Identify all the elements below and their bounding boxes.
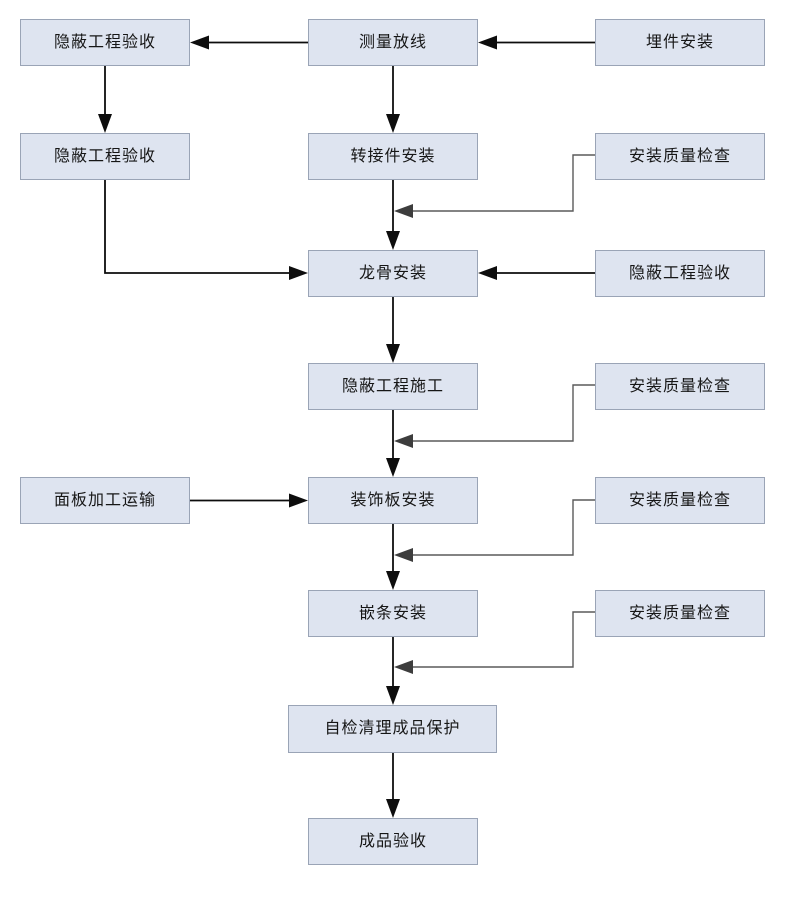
edge-yinbi2-to-longgu — [104, 180, 308, 280]
flow-node-yinbi-gongcheng-yanshou-3[interactable]: 隐蔽工程验收 — [595, 250, 765, 297]
edge-yinbi3-to-longgu — [478, 266, 595, 280]
node-label: 自检清理成品保护 — [324, 720, 461, 737]
node-label: 隐蔽工程施工 — [341, 377, 444, 395]
node-label: 龙骨安装 — [358, 264, 427, 282]
node-label: 成品验收 — [358, 832, 427, 850]
edge-yinbi1-to-yinbi2 — [98, 66, 112, 133]
edge-zhuangshiban-to-qiantiao — [386, 524, 400, 590]
flow-node-anzhuang-zhiliang-jiancha-4[interactable]: 安装质量检查 — [595, 590, 765, 637]
node-label: 隐蔽工程验收 — [53, 147, 156, 165]
edge-celiang-to-zhuanjiejian — [386, 66, 400, 133]
flow-node-zijian-qingli-chengpin-baohu[interactable]: 自检清理成品保护 — [288, 705, 497, 753]
node-label: 装饰板安装 — [350, 491, 436, 509]
node-label: 安装质量检查 — [628, 491, 731, 509]
flow-node-chengpin-yanshou[interactable]: 成品验收 — [308, 818, 478, 865]
flow-node-mianban-jiagong-yunshu[interactable]: 面板加工运输 — [20, 477, 190, 524]
edge-longgu-to-yinbishigong — [386, 297, 400, 363]
node-label: 安装质量检查 — [628, 604, 731, 622]
edge-zijian-to-chengpin — [386, 753, 400, 818]
flow-node-zhuanjiejian-anzhuang[interactable]: 转接件安装 — [308, 133, 478, 180]
node-label: 转接件安装 — [350, 147, 436, 165]
node-label: 隐蔽工程验收 — [53, 33, 156, 51]
flow-node-zhuangshiban-anzhuang[interactable]: 装饰板安装 — [308, 477, 478, 524]
node-label: 安装质量检查 — [628, 377, 731, 395]
flow-node-yinbi-gongcheng-yanshou-1[interactable]: 隐蔽工程验收 — [20, 19, 190, 66]
edge-qiantiao-to-zijian — [386, 637, 400, 705]
edge-celiang-to-yinbi1 — [190, 35, 308, 50]
flow-node-anzhuang-zhiliang-jiancha-2[interactable]: 安装质量检查 — [595, 363, 765, 410]
flow-node-longgu-anzhuang[interactable]: 龙骨安装 — [308, 250, 478, 297]
node-label: 测量放线 — [358, 33, 427, 51]
node-label: 埋件安装 — [645, 33, 714, 51]
edge-yinbishigong-to-zhuangshiban — [386, 410, 400, 477]
flow-node-yinbi-gongcheng-shigong[interactable]: 隐蔽工程施工 — [308, 363, 478, 410]
flow-node-yinbi-gongcheng-yanshou-2[interactable]: 隐蔽工程验收 — [20, 133, 190, 180]
edge-maijian-to-celiang — [478, 35, 595, 50]
flow-node-anzhuang-zhiliang-jiancha-1[interactable]: 安装质量检查 — [595, 133, 765, 180]
flow-node-qiantiao-anzhuang[interactable]: 嵌条安装 — [308, 590, 478, 637]
flow-node-anzhuang-zhiliang-jiancha-3[interactable]: 安装质量检查 — [595, 477, 765, 524]
node-label: 面板加工运输 — [53, 491, 156, 509]
node-label: 嵌条安装 — [358, 604, 427, 622]
edge-mianban-to-zhuangshiban — [190, 493, 308, 508]
flow-node-celiang-fangxian[interactable]: 测量放线 — [308, 19, 478, 66]
flow-node-maijian-anzhuang[interactable]: 埋件安装 — [595, 19, 765, 66]
node-label: 隐蔽工程验收 — [628, 264, 731, 282]
edge-zhuanjiejian-to-longgu — [386, 180, 400, 250]
node-label: 安装质量检查 — [628, 147, 731, 165]
